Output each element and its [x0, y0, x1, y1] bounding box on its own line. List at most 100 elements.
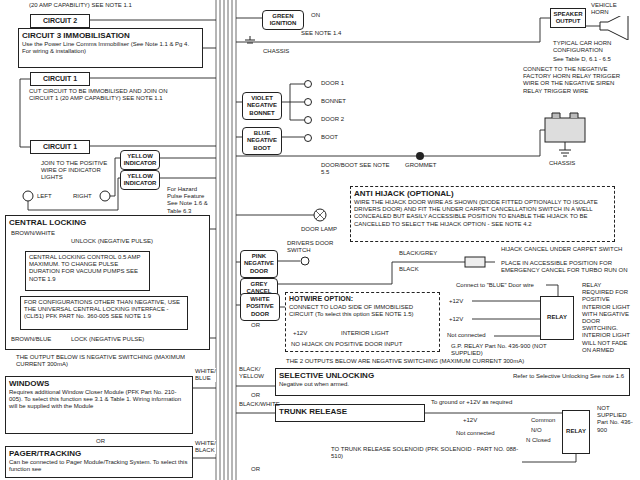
- wiring-label: JOIN TO THE POSITIVE WIRE OF INDICATOR L…: [40, 160, 112, 182]
- bonnet-switch: [305, 99, 312, 106]
- wiring-label: BLACK/WHITE: [238, 401, 274, 408]
- wiring-label: NO HIJACK ON POSITIVE DOOR INPUT: [290, 341, 435, 348]
- wiring-label: CUT CIRCUIT TO BE IMMOBILISED AND JOIN O…: [28, 88, 188, 102]
- grommet: [416, 152, 424, 160]
- box-heading: PAGER/TRACKING: [9, 449, 189, 459]
- wire-color-box: PINK NEGATIVE DOOR: [240, 250, 278, 278]
- wiring-label: +12V: [462, 417, 484, 424]
- wire-color-box: BLUE NEGATIVE BOOT: [242, 127, 282, 155]
- wiring-label: SEE NOTE 1.4: [300, 30, 348, 37]
- box-text: RELAY: [566, 428, 586, 435]
- box-heading: TRUNK RELEASE: [279, 407, 421, 417]
- wiring-label: Not connected: [446, 332, 494, 339]
- wiring-label: Not connected: [455, 430, 507, 437]
- relay-box: RELAY: [562, 410, 590, 454]
- box-heading: CIRCUIT 3 IMMOBILISATION: [22, 31, 199, 41]
- box-text: YELLOW INDICATOR: [124, 173, 157, 187]
- output-box: PAGER/TRACKINGCan be connected to Pager …: [5, 446, 193, 478]
- chassis-ground: [245, 36, 571, 156]
- wiring-label: DRIVERS DOOR SWITCH: [286, 240, 336, 254]
- box-text: VIOLET NEGATIVE BONNET: [246, 95, 278, 117]
- wiring-label: Connect to "BLUE" Door wire: [455, 282, 545, 289]
- indicator-bulb: [23, 191, 33, 201]
- box-text: Negative out when armed.: [279, 381, 626, 388]
- wiring-label: See Table D, 6.1 - 6.5: [552, 56, 632, 63]
- wiring-label: INTERIOR LIGHT: [340, 330, 402, 337]
- output-box: TRUNK RELEASE: [275, 404, 425, 422]
- box-heading: HOTWIRE OPTION:: [289, 295, 436, 304]
- note-box: CENTRAL LOCKING CONTROL 0.5 AMP MAXIMUM.…: [25, 251, 150, 291]
- wiring-label: OR: [250, 392, 266, 399]
- wiring-label: BROWN/WHITE: [10, 230, 70, 237]
- box-text: FOR CONFIGURATIONS OTHER THAN NEGATIVE, …: [24, 299, 184, 321]
- wiring-label: DOOR/BOOT SEE NOTE 5.5: [320, 162, 395, 176]
- wiring-label: GROMMET: [404, 162, 444, 169]
- wiring-label: N/O: [530, 427, 548, 434]
- wiring-label: TYPICAL CAR HORN CONFIGURATION: [552, 40, 632, 54]
- output-box: SELECTIVE UNLOCKINGNegative out when arm…: [275, 368, 630, 396]
- box-text: BLUE NEGATIVE BOOT: [246, 130, 278, 152]
- battery-terminals: [552, 113, 578, 118]
- wire-color-box: YELLOW INDICATOR: [120, 170, 160, 190]
- anti-hijack-panel: ANTI HIJACK (OPTIONAL)WIRE THE HIJACK DO…: [350, 186, 615, 242]
- indicator-bulb: [100, 191, 110, 201]
- door-lamp: [314, 209, 326, 221]
- wiring-label: DOOR 2: [320, 116, 350, 123]
- lamp-filament: [316, 211, 324, 219]
- box-text: YELLOW INDICATOR: [124, 153, 157, 167]
- box-text: WHITE POSITIVE DOOR: [244, 296, 276, 318]
- box-text: CENTRAL LOCKING CONTROL 0.5 AMP MAXIMUM.…: [29, 254, 146, 283]
- circuit-box: CIRCUIT 1: [30, 140, 90, 154]
- box-text: CIRCUIT 1: [43, 75, 77, 83]
- boot-switch: [305, 135, 312, 142]
- box-text: PINK NEGATIVE DOOR: [244, 253, 274, 275]
- speaker-output-box: SPEAKER OUTPUT: [550, 8, 586, 28]
- wiring-label: OR: [95, 438, 111, 445]
- wiring-label: G.P. RELAY Part No. 436-900 (NOT SUPPLIE…: [450, 343, 580, 357]
- wiring-label: BLACK: [398, 266, 428, 273]
- wiring-label: WHITE/ BLACK: [194, 440, 216, 454]
- wiring-label: VEHICLE HORN: [590, 2, 636, 16]
- wiring-label: BLACK/ YELLOW: [238, 366, 272, 380]
- wiring-label: UNLOCK (NEGATIVE PULSE): [70, 238, 190, 245]
- box-text: Refer to Selective Unlocking See note 1.…: [504, 373, 624, 380]
- wiring-label: OR: [250, 466, 266, 473]
- wiring-label: CHASSIS: [262, 48, 298, 55]
- wiring-label: +12V: [448, 298, 470, 305]
- circuit-box: CIRCUIT 2: [30, 14, 90, 28]
- box-heading: ANTI HIJACK (OPTIONAL): [354, 189, 611, 199]
- wire-connector: [425, 413, 562, 414]
- box-text: CONNECT TO LOAD SIDE OF IMMOBILISED CIRC…: [289, 304, 436, 318]
- wiring-harness: [216, 0, 236, 480]
- wire-color-box: YELLOW INDICATOR: [120, 150, 160, 170]
- wiring-label: RIGHT: [72, 193, 98, 200]
- wiring-label: N Closed: [525, 437, 561, 444]
- box-text: SPEAKER OUTPUT: [554, 11, 583, 25]
- wiring-label: For Hazard Pulse Feature See Note 1.6 & …: [166, 186, 214, 215]
- wiring-label: +12V: [448, 316, 470, 323]
- relay-box: RELAY: [540, 296, 574, 340]
- wiring-label: +12V: [292, 330, 314, 337]
- wire-color-box: GREEN IGNITION: [262, 10, 304, 30]
- note-box: CIRCUIT 3 IMMOBILISATIONUse the Power Li…: [18, 28, 203, 68]
- wire-color-box: WHITE POSITIVE DOOR: [240, 293, 280, 321]
- wiring-label: PLACE IN ACCESSIBLE POSITION FOR EMERGEN…: [500, 260, 635, 274]
- output-box: WINDOWSRequires additional Window Closer…: [5, 376, 193, 434]
- wiring-label: BONNET: [320, 98, 354, 105]
- wiring-label: ON: [310, 12, 324, 19]
- box-heading: CENTRAL LOCKING: [9, 218, 206, 228]
- wiring-label: TO TRUNK RELEASE SOLENOID (PFK SOLENOID …: [330, 446, 520, 460]
- wiring-label: WHITE/ BLUE: [194, 368, 216, 382]
- wiring-label: CHASSIS: [548, 160, 584, 167]
- box-text: WIRE THE HIJACK DOOR WIRE AS SHOWN (DIOD…: [354, 199, 611, 228]
- wiring-label: NOT SUPPLIED Part No. 436-900: [596, 405, 634, 434]
- note-box: FOR CONFIGURATIONS OTHER THAN NEGATIVE, …: [20, 296, 188, 330]
- wiring-label: RELAY REQUIRED FOR POSITIVE INTERIOR LIG…: [581, 282, 633, 354]
- box-text: CIRCUIT 2: [43, 17, 77, 25]
- wiring-label: Common: [530, 417, 562, 424]
- wiring-label: DOOR LAMP: [300, 226, 344, 233]
- wiring-label: CONNECT TO THE NEGATIVE FACTORY HORN REL…: [522, 66, 634, 95]
- door-switch: [305, 117, 312, 124]
- wiring-label: LEFT: [36, 193, 58, 200]
